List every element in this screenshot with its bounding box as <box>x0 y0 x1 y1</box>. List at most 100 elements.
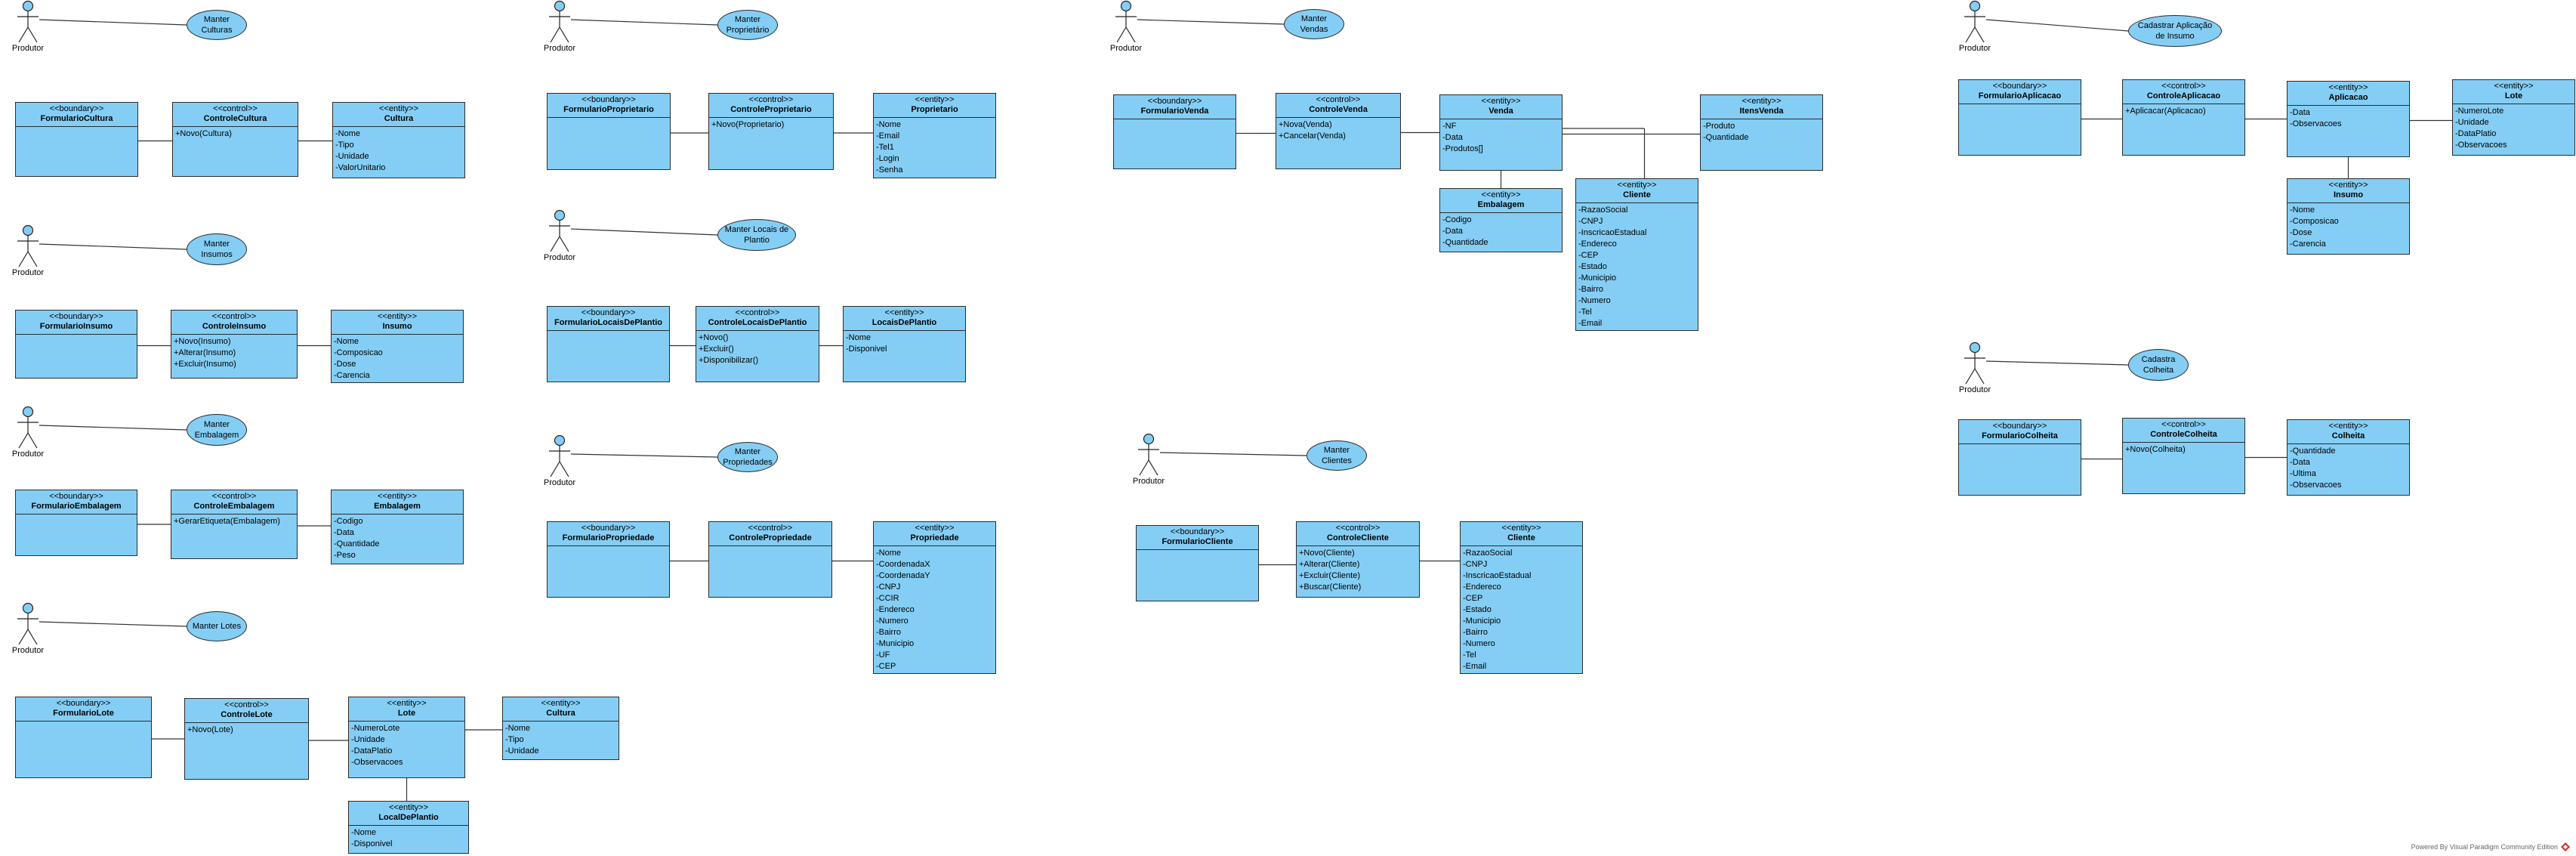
class-box-LocalDePlantio[interactable]: <<entity>>LocalDePlantio-Nome-Disponivel <box>348 801 469 854</box>
class-member: -Disponivel <box>351 839 393 848</box>
class-box-FormularioInsumo[interactable]: <<boundary>>FormularioInsumo <box>15 310 137 379</box>
use-case-label: Manter Propriedades <box>723 447 773 467</box>
class-box-Insumo[interactable]: <<entity>>Insumo-Nome-Composicao-Dose-Ca… <box>331 310 464 383</box>
use-case-manter-lotes[interactable]: Manter Lotes <box>187 611 247 641</box>
class-box-FormularioLote[interactable]: <<boundary>>FormularioLote <box>15 697 152 778</box>
use-case-label: Manter Locais de Plantio <box>724 225 789 245</box>
class-box-Aplicacao[interactable]: <<entity>>Aplicacao-Data-Observacoes <box>2287 81 2410 157</box>
class-name: ControleVenda <box>1309 105 1368 114</box>
use-case-label: Manter Insumos <box>201 239 233 259</box>
class-box-ControleLocaisDePlantio[interactable]: <<control>>ControleLocaisDePlantio+Novo(… <box>696 306 819 382</box>
class-box-CulturaLote[interactable]: <<entity>>Cultura-Nome-Tipo-Unidade <box>502 697 619 760</box>
class-box-FormularioCultura[interactable]: <<boundary>>FormularioCultura <box>15 102 138 177</box>
class-members: -Nome-Tipo-Unidade <box>503 722 619 759</box>
class-box-InsumoAplicacao[interactable]: <<entity>>Insumo-Nome-Composicao-Dose-Ca… <box>2287 178 2410 255</box>
class-name: LocalDePlantio <box>378 813 439 822</box>
class-box-Cliente[interactable]: <<entity>>Cliente-RazaoSocial-CNPJ-Inscr… <box>1460 521 1583 674</box>
class-member: +Buscar(Cliente) <box>1299 583 1362 592</box>
class-stereotype: <<control>> <box>1316 95 1361 104</box>
class-box-FormularioCliente[interactable]: <<boundary>>FormularioCliente <box>1136 525 1259 601</box>
class-box-ControleAplicacao[interactable]: <<control>>ControleAplicacao+Aplicacar(A… <box>2122 79 2245 156</box>
class-stereotype: <<control>> <box>748 524 793 533</box>
actor-stick-figure-icon <box>549 0 570 43</box>
class-box-FormularioPropriedade[interactable]: <<boundary>>FormularioPropriedade <box>547 521 670 598</box>
class-header: <<entity>>Colheita <box>2288 420 2409 444</box>
class-name: FormularioCultura <box>40 114 113 123</box>
use-case-manter-insumos[interactable]: Manter Insumos <box>187 233 247 265</box>
actor-produtor[interactable]: Produtor <box>1130 433 1168 486</box>
class-member: -CCIR <box>876 594 899 603</box>
class-box-ControleLote[interactable]: <<control>>ControleLote+Novo(Lote) <box>184 698 309 780</box>
actor-produtor[interactable]: Produtor <box>9 602 47 655</box>
class-members: -Nome-Tipo-Unidade-ValorUnitario <box>333 127 464 175</box>
class-member: -Email <box>1578 319 1603 328</box>
class-box-ControleCultura[interactable]: <<control>>ControleCultura+Novo(Cultura) <box>172 102 298 177</box>
class-box-ControleCliente[interactable]: <<control>>ControleCliente+Novo(Cliente)… <box>1296 521 1420 598</box>
class-member: -Unidade <box>2455 118 2489 127</box>
class-box-EmbalagemVenda[interactable]: <<entity>>Embalagem-Codigo-Data-Quantida… <box>1439 188 1563 252</box>
class-box-LocaisDePlantio[interactable]: <<entity>>LocaisDePlantio-Nome-Disponive… <box>843 306 966 382</box>
use-case-cadastrar-aplicacao[interactable]: Cadastrar Aplicação de Insumo <box>2128 15 2222 47</box>
class-box-Lote[interactable]: <<entity>>Lote-NumeroLote-Unidade-DataPl… <box>348 697 465 778</box>
use-case-manter-proprietario[interactable]: Manter Proprietário <box>717 10 778 40</box>
actor-produtor[interactable]: Produtor <box>1956 0 1994 53</box>
class-name: Lote <box>397 709 416 718</box>
class-box-Embalagem[interactable]: <<entity>>Embalagem-Codigo-Data-Quantida… <box>331 490 464 564</box>
use-case-manter-embalagem[interactable]: Manter Embalagem <box>187 414 247 446</box>
class-name: Cultura <box>546 709 575 718</box>
actor-produtor[interactable]: Produtor <box>1956 341 1994 394</box>
use-case-manter-propriedades[interactable]: Manter Propriedades <box>717 442 778 472</box>
class-box-FormularioVenda[interactable]: <<boundary>>FormularioVenda <box>1113 94 1236 169</box>
actor-produtor[interactable]: Produtor <box>9 224 47 277</box>
actor-label: Produtor <box>11 268 45 277</box>
class-box-FormularioProprietario[interactable]: <<boundary>>FormularioProprietario <box>547 93 671 170</box>
use-case-cadastra-colheita[interactable]: Cadastra Colheita <box>2128 349 2189 381</box>
use-case-manter-vendas[interactable]: Manter Vendas <box>1284 9 1344 39</box>
class-header: <<control>>ControleCliente <box>1297 522 1419 546</box>
use-case-label: Manter Proprietário <box>726 15 770 35</box>
class-box-FormularioColheita[interactable]: <<boundary>>FormularioColheita <box>1958 419 2081 496</box>
actor-produtor[interactable]: Produtor <box>9 0 47 53</box>
class-header: <<entity>>Cliente <box>1576 179 1698 203</box>
class-box-Propriedade[interactable]: <<entity>>Propriedade-Nome-CoordenadaX-C… <box>873 521 996 674</box>
class-stereotype: <<boundary>> <box>49 104 104 113</box>
class-member: -Quantidade <box>1703 133 1749 142</box>
class-box-ControleInsumo[interactable]: <<control>>ControleInsumo+Novo(Insumo)+A… <box>171 310 298 379</box>
class-header: <<entity>>LocalDePlantio <box>349 802 468 826</box>
actor-usecase-association <box>39 621 187 627</box>
class-members: +Novo(Cultura) <box>173 127 298 141</box>
class-box-FormularioEmbalagem[interactable]: <<boundary>>FormularioEmbalagem <box>15 490 137 556</box>
actor-produtor[interactable]: Produtor <box>9 406 47 459</box>
class-box-ItensVenda[interactable]: <<entity>>ItensVenda-Produto-Quantidade <box>1700 94 1823 171</box>
actor-produtor[interactable]: Produtor <box>541 434 578 487</box>
class-member: -CEP <box>876 662 896 671</box>
actor-produtor[interactable]: Produtor <box>1107 0 1145 53</box>
class-box-ControleVenda[interactable]: <<control>>ControleVenda+Nova(Venda)+Can… <box>1276 93 1401 169</box>
class-name: FormularioLocaisDePlantio <box>554 318 663 327</box>
class-members <box>16 335 137 338</box>
class-name: ControleColheita <box>2150 430 2217 439</box>
class-box-Proprietario[interactable]: <<entity>>Proprietario-Nome-Email-Tel1-L… <box>873 93 996 178</box>
class-box-FormularioAplicacao[interactable]: <<boundary>>FormularioAplicacao <box>1958 79 2081 156</box>
class-box-ClienteVenda[interactable]: <<entity>>Cliente-RazaoSocial-CNPJ-Inscr… <box>1575 178 1698 331</box>
use-case-manter-culturas[interactable]: Manter Culturas <box>187 10 247 40</box>
class-box-LoteAplicacao[interactable]: <<entity>>Lote-NumeroLote-Unidade-DataPl… <box>2452 79 2575 156</box>
actor-produtor[interactable]: Produtor <box>541 209 578 262</box>
class-box-FormularioLocaisDePlantio[interactable]: <<boundary>>FormularioLocaisDePlantio <box>547 306 670 382</box>
actor-produtor[interactable]: Produtor <box>541 0 578 53</box>
class-members: -RazaoSocial-CNPJ-InscricaoEstadual-Ende… <box>1461 546 1582 674</box>
use-case-manter-clientes[interactable]: Manter Clientes <box>1307 440 1367 471</box>
class-box-Colheita[interactable]: <<entity>>Colheita-Quantidade-Data-Ultim… <box>2287 419 2410 496</box>
class-box-ControleProprietario[interactable]: <<control>>ControleProprietario+Novo(Pro… <box>708 93 834 170</box>
class-member: -Email <box>876 131 900 141</box>
class-member: -CEP <box>1463 594 1483 603</box>
use-case-manter-locais[interactable]: Manter Locais de Plantio <box>717 219 796 251</box>
class-box-ControlePropriedade[interactable]: <<control>>ControlePropriedade <box>708 521 832 598</box>
class-box-ControleEmbalagem[interactable]: <<control>>ControleEmbalagem+GerarEtique… <box>171 490 298 559</box>
class-box-Cultura[interactable]: <<entity>>Cultura-Nome-Tipo-Unidade-Valo… <box>332 102 465 178</box>
class-members <box>16 515 137 518</box>
class-header: <<entity>>Venda <box>1440 95 1562 119</box>
class-box-Venda[interactable]: <<entity>>Venda-NF-Data-Produtos[] <box>1439 94 1563 171</box>
class-box-ControleColheita[interactable]: <<control>>ControleColheita+Novo(Colheit… <box>2122 418 2245 494</box>
